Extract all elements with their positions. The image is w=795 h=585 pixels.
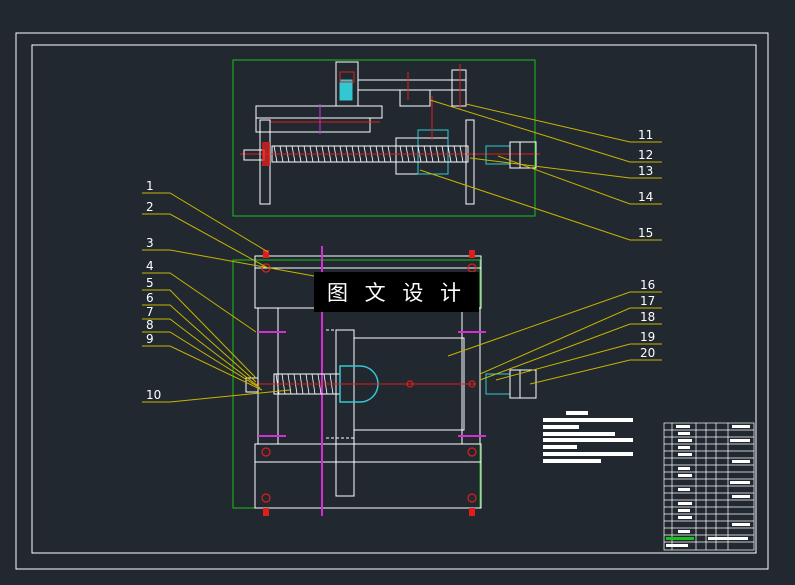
leader-5	[142, 289, 257, 379]
callout-2: 2	[146, 200, 154, 214]
leader-20	[529, 359, 662, 385]
outer-sheet-border	[15, 32, 769, 570]
callout-numbers: 1 2 3 4 5 6 7 8 9 10 11 12 13 14 15 16 1…	[146, 128, 655, 402]
inner-sheet-border	[31, 44, 757, 554]
title-block	[663, 422, 755, 551]
leader-17	[479, 307, 662, 375]
callout-18: 18	[640, 310, 655, 324]
callout-8: 8	[146, 318, 154, 332]
watermark-banner: 图 文 设 计	[314, 272, 479, 312]
callout-6: 6	[146, 291, 154, 305]
leader-3	[142, 249, 315, 277]
top-view-green-frame	[232, 59, 536, 217]
title-block-fills	[666, 425, 750, 547]
leader-6	[142, 304, 257, 383]
callout-10: 10	[146, 388, 161, 402]
callout-19: 19	[640, 330, 655, 344]
leader-lines	[142, 99, 662, 403]
callout-16: 16	[640, 278, 655, 292]
callout-7: 7	[146, 305, 154, 319]
callout-12: 12	[638, 148, 653, 162]
callout-9: 9	[146, 332, 154, 346]
callout-13: 13	[638, 164, 653, 178]
leader-7	[142, 318, 259, 387]
front-view	[232, 246, 537, 516]
top-view	[232, 59, 540, 217]
leader-18	[479, 323, 662, 381]
callout-14: 14	[638, 190, 653, 204]
leader-13	[469, 157, 662, 179]
leader-11	[465, 103, 662, 143]
callout-5: 5	[146, 276, 154, 290]
technical-notes-block	[543, 411, 633, 463]
base-plate-bottom	[254, 443, 482, 509]
leader-2	[142, 213, 269, 269]
nut-housing	[395, 137, 449, 175]
leader-9	[142, 345, 263, 391]
callout-11: 11	[638, 128, 653, 142]
leader-1	[142, 192, 269, 253]
leader-19	[495, 343, 662, 381]
callout-20: 20	[640, 346, 655, 360]
callout-4: 4	[146, 259, 154, 273]
leader-14	[497, 155, 662, 205]
left-plate	[255, 105, 383, 119]
leader-10	[142, 389, 291, 403]
callout-17: 17	[640, 294, 655, 308]
leader-8	[142, 331, 261, 389]
leader-4	[142, 272, 257, 333]
leader-15	[419, 169, 662, 241]
leader-12	[429, 99, 662, 163]
callout-1: 1	[146, 179, 154, 193]
callout-3: 3	[146, 236, 154, 250]
upper-beam	[357, 79, 467, 91]
callout-15: 15	[638, 226, 653, 240]
clamp-jaw	[339, 365, 379, 403]
leader-16	[447, 291, 662, 357]
